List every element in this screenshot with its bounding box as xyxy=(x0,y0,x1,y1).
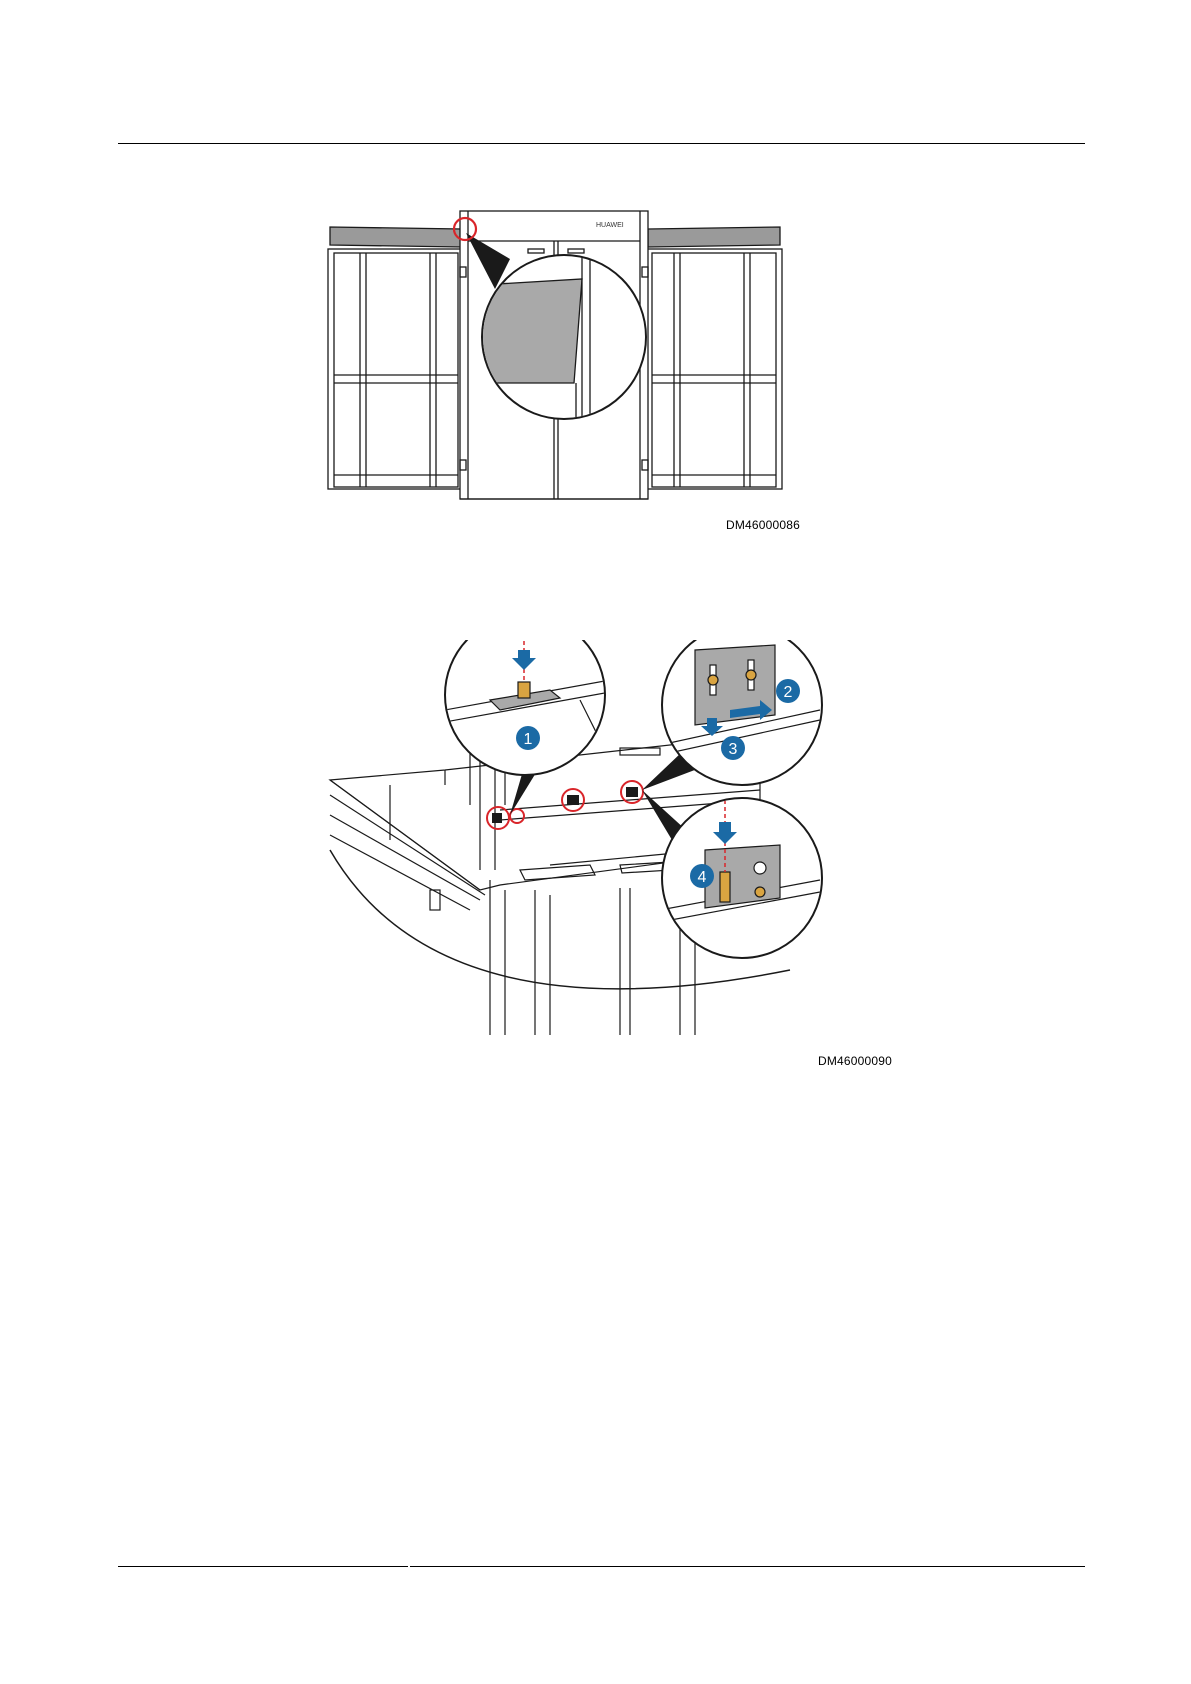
brand-logo-text: HUAWEI xyxy=(596,222,624,229)
zoom-step-4 xyxy=(660,798,822,958)
footer-rule-right xyxy=(410,1566,1085,1567)
svg-text:2: 2 xyxy=(784,684,793,701)
svg-text:1: 1 xyxy=(524,731,533,748)
callout-1: 1 xyxy=(516,726,540,750)
svg-text:4: 4 xyxy=(698,869,707,886)
header-rule xyxy=(118,143,1085,144)
figure-roof-installation: 1 2 3 4 xyxy=(320,640,900,1040)
figure-id-label: DM46000090 xyxy=(818,1054,892,1068)
callout-3: 3 xyxy=(721,736,745,760)
callout-2: 2 xyxy=(776,679,800,703)
svg-text:3: 3 xyxy=(729,741,738,758)
footer-rule-left xyxy=(118,1566,408,1567)
figure-id-label: DM46000086 xyxy=(726,518,800,532)
callout-4: 4 xyxy=(690,864,714,888)
figure-aisle-overview: HUAWEI xyxy=(320,205,790,510)
